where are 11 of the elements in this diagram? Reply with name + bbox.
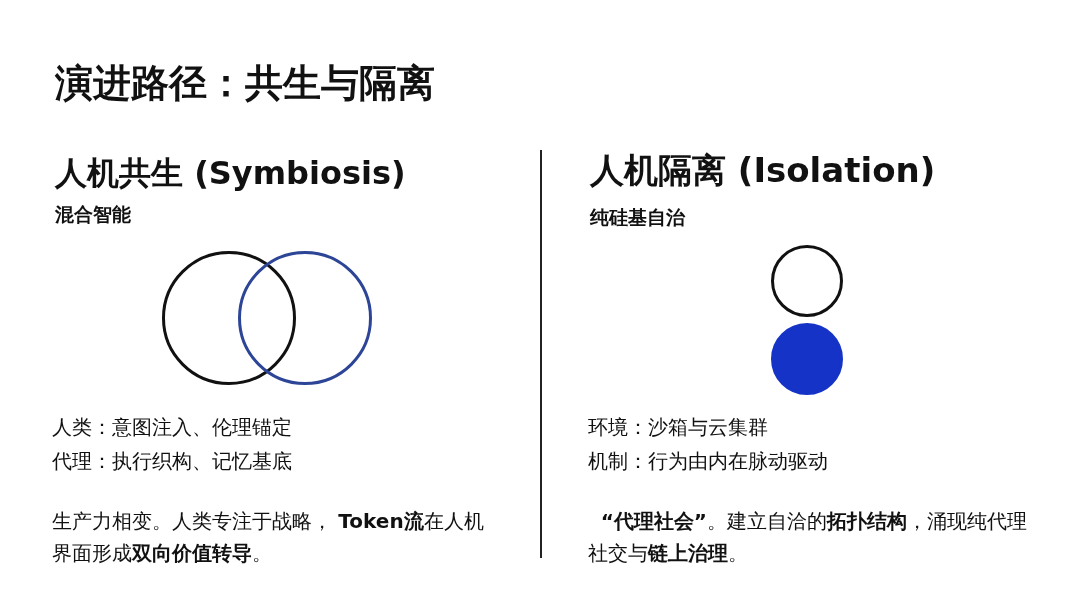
section-subheading: 纯硅基自治 [590, 205, 685, 230]
slide-title: 演进路径：共生与隔离 [55, 60, 435, 107]
bullet-text: 环境：沙箱与云集群 [588, 414, 768, 441]
paragraph: “代理社会”。建立自洽的拓扑结构，涌现纯代理社交与链上治理。 [588, 508, 1028, 567]
section-subheading: 混合智能 [55, 202, 131, 227]
bullet-text: 人类：意图注入、伦理锚定 [52, 414, 292, 441]
section-heading: 人机隔离 (Isolation) [590, 149, 936, 192]
bullet-text: 代理：执行织构、记忆基底 [52, 448, 292, 475]
section-heading: 人机共生 (Symbiosis) [55, 153, 406, 194]
paragraph: 生产力相变。人类专注于战略， Token流在人机界面形成双向价值转导。 [52, 508, 485, 567]
bullet-text: 机制：行为由内在脉动驱动 [588, 448, 828, 475]
